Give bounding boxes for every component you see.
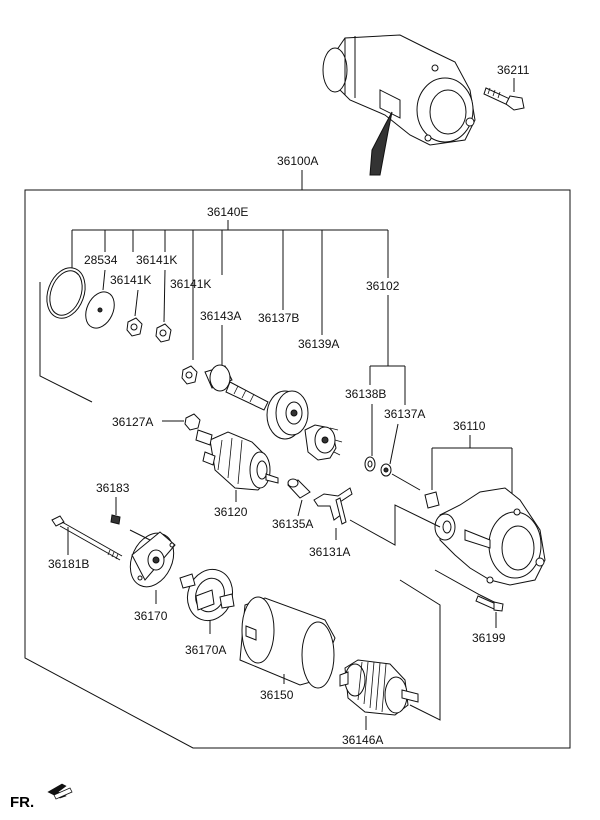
bolt-36199 [475, 595, 504, 612]
solenoid-36120 [195, 429, 279, 491]
o-ring-part [46, 267, 86, 319]
label-36141K-3: 36141K [170, 277, 211, 291]
rear-cover-36170 [129, 531, 176, 588]
label-36102: 36102 [366, 279, 400, 293]
kit-boundary-box [24, 189, 571, 749]
label-36141K-1: 36141K [136, 253, 177, 267]
lever-36131A [313, 487, 353, 525]
screw-36183 [110, 514, 121, 525]
nut-36141K-1 [126, 317, 143, 337]
pinion-36139A [304, 424, 343, 461]
through-bolt-36181B [51, 515, 123, 561]
label-36146A: 36146A [342, 733, 383, 747]
clip-36137A [380, 463, 392, 477]
leader-nut-2 [163, 269, 166, 323]
nut-36141K-2 [155, 323, 172, 343]
nut-36141K-3 [181, 365, 198, 385]
label-36127A: 36127A [112, 415, 153, 429]
label-36120: 36120 [214, 505, 248, 519]
label-36140E: 36140E [207, 205, 248, 219]
front-arrow-icon [47, 783, 73, 800]
assembly-guide-36199 [434, 569, 501, 606]
assembly-guide-right [391, 473, 421, 491]
bracket-36110 [431, 435, 513, 495]
label-36170A: 36170A [185, 643, 226, 657]
label-36138B: 36138B [345, 387, 386, 401]
brush-holder-36170A [179, 568, 235, 622]
washer-28534 [85, 291, 115, 329]
label-36110: 36110 [453, 419, 486, 433]
label-36141K-2: 36141K [110, 273, 151, 287]
label-36211: 36211 [497, 63, 530, 77]
front-orientation-label: FR. [10, 794, 34, 811]
label-36137A: 36137A [384, 407, 425, 421]
label-36199: 36199 [472, 631, 506, 645]
assembly-guide-right-2 [349, 504, 441, 546]
leader-36135A [297, 499, 303, 517]
front-housing-36110 [434, 487, 546, 586]
label-36183: 36183 [96, 481, 130, 495]
starter-assembly-drawing [322, 34, 476, 176]
label-36135A: 36135A [272, 517, 313, 531]
gear-36137B [266, 390, 309, 440]
bushing-part [424, 491, 440, 509]
leader-36137A [389, 423, 399, 465]
leader-nut-1 [134, 289, 139, 317]
leader-28534 [102, 269, 106, 291]
assembly-guide-lower-right [399, 579, 441, 721]
bolt-36211 [483, 87, 525, 111]
label-36131A: 36131A [309, 545, 350, 559]
shaft-36143A [204, 364, 269, 411]
bracket-36140E [71, 220, 389, 360]
label-36100A: 36100A [277, 154, 318, 168]
armature-36146A [339, 659, 419, 716]
label-36150: 36150 [260, 688, 294, 702]
ring-36138B [364, 456, 376, 472]
assembly-guide-line-left [39, 282, 93, 403]
label-36181B: 36181B [48, 557, 89, 571]
label-36137B: 36137B [258, 311, 299, 325]
yoke-36150 [239, 596, 336, 689]
label-36143A: 36143A [200, 309, 241, 323]
label-28534: 28534 [84, 253, 118, 267]
plunger-36135A [287, 478, 311, 499]
label-36139A: 36139A [298, 337, 339, 351]
label-36170: 36170 [134, 609, 168, 623]
nut-36127A [184, 413, 201, 431]
assembly-guide-lower-left [129, 529, 151, 541]
